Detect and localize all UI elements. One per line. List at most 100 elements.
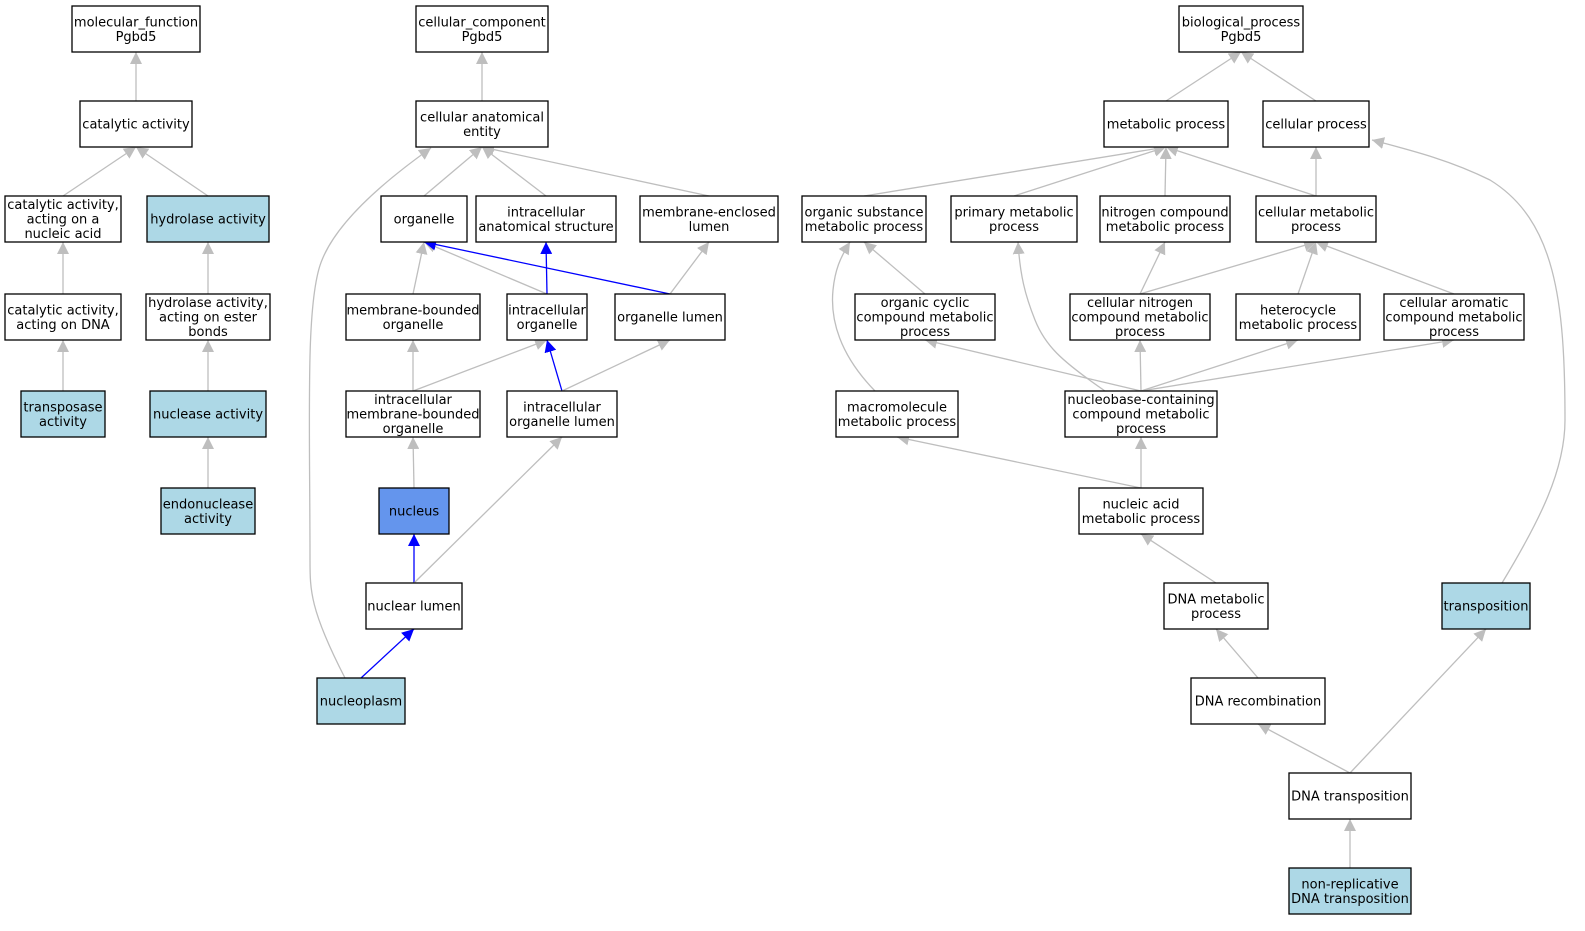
node-box [1099, 195, 1231, 243]
edge-line [1240, 51, 1317, 102]
edge-mmp-to-osmp [831, 241, 876, 392]
node-trans[interactable]: transposition [1441, 582, 1531, 630]
edge-line [561, 339, 671, 392]
edge-np-to-nl [360, 628, 415, 679]
node-label-line: Pgbd5 [462, 30, 503, 45]
edge-hmp-to-cmp [1297, 241, 1318, 295]
node-label-line: DNA recombination [1195, 695, 1322, 710]
node-label-line: molecular_function [74, 15, 198, 30]
node-label-line: acting on ester [159, 311, 258, 326]
node-label-line: cellular nitrogen [1087, 296, 1193, 311]
node-cat[interactable]: catalytic activity [79, 100, 193, 148]
node-label-line: hydrolase activity [150, 213, 266, 228]
edge-mbo-to-org [412, 241, 428, 295]
edge-line [863, 241, 926, 295]
edge-ncmp-to-mp [1159, 146, 1172, 197]
node-cp[interactable]: cellular process [1262, 100, 1370, 148]
edge-line [831, 241, 876, 392]
edge-iol-to-io [544, 339, 563, 392]
node-label-line: metabolic process [1106, 220, 1225, 235]
node-label-line: catalytic activity, [7, 303, 119, 318]
node-box [639, 195, 779, 243]
node-mp[interactable]: metabolic process [1103, 100, 1229, 148]
node-label-line: DNA transposition [1291, 892, 1409, 907]
node-label-line: DNA transposition [1291, 790, 1409, 805]
node-box [415, 5, 549, 53]
node-label-line: cellular_component [418, 15, 546, 30]
node-label-line: metabolic process [1107, 118, 1226, 133]
node-nl[interactable]: nuclear lumen [365, 582, 463, 630]
edge-line [1297, 241, 1318, 295]
node-np[interactable]: nucleoplasm [316, 677, 406, 725]
node-box [1288, 867, 1412, 915]
node-catdna[interactable]: catalytic activity,acting on DNA [4, 293, 122, 341]
node-box [79, 100, 193, 148]
node-hyd[interactable]: hydrolase activity [146, 195, 270, 243]
node-label-line: compound metabolic [1385, 311, 1522, 326]
node-label-line: process [1115, 325, 1165, 340]
node-label-line: process [1191, 607, 1241, 622]
edge-line [1315, 240, 1455, 295]
node-box [160, 487, 256, 535]
node-nuc[interactable]: nucleus [378, 487, 450, 535]
node-box [1064, 390, 1218, 438]
node-label-line: cellular process [1265, 118, 1367, 133]
edge-ol-to-org [423, 238, 671, 295]
edge-line [1257, 723, 1351, 774]
edge-mel-to-cae [481, 143, 710, 197]
edge-cncmp-to-cmp [1139, 239, 1317, 295]
edge-line [62, 146, 137, 197]
edge-line [1215, 628, 1259, 679]
edge-cncmp-to-ncmp [1139, 241, 1166, 295]
node-ol[interactable]: organelle lumen [614, 293, 726, 341]
node-drec[interactable]: DNA recombination [1190, 677, 1326, 725]
node-label-line: metabolic process [1082, 512, 1201, 527]
edge-catna-to-cat [62, 146, 137, 197]
edge-np-to-cae [308, 147, 432, 679]
edge-pmp-to-mp [1013, 144, 1167, 197]
edge-dtr-to-trans [1349, 628, 1487, 774]
node-label-line: process [1116, 422, 1166, 437]
edge-io-to-org [423, 241, 548, 295]
node-box [20, 390, 106, 438]
node-dtr[interactable]: DNA transposition [1288, 772, 1412, 820]
node-box [1235, 293, 1361, 341]
node-label-line: compound metabolic [1071, 311, 1208, 326]
node-box [380, 195, 468, 243]
edge-line [1013, 144, 1167, 197]
node-box [1262, 100, 1370, 148]
node-label-line: biological_process [1182, 15, 1301, 30]
node-box [506, 390, 618, 438]
node-org[interactable]: organelle [380, 195, 468, 243]
edge-line [407, 436, 420, 489]
node-nuclact[interactable]: nuclease activity [149, 390, 267, 438]
